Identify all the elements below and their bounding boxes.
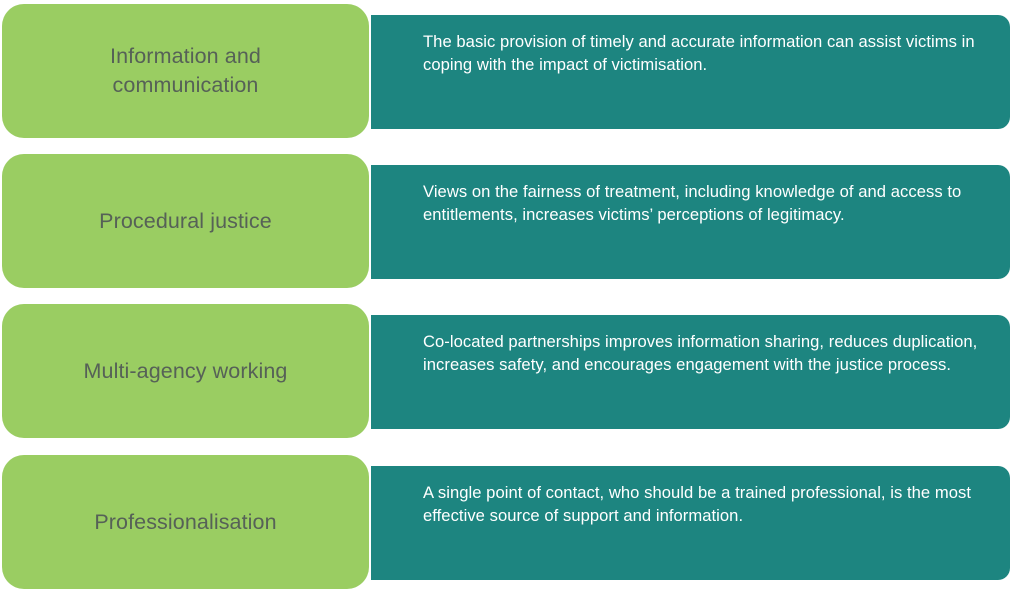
label-card-information-and-communication[interactable]: Information and communication xyxy=(2,4,369,138)
description-card-multi-agency-working[interactable]: Co-located partnerships improves informa… xyxy=(371,315,1010,429)
description-card-text: Co-located partnerships improves informa… xyxy=(423,332,978,374)
description-card-information-and-communication[interactable]: The basic provision of timely and accura… xyxy=(371,15,1010,129)
diagram-row: Multi-agency working Co-located partners… xyxy=(0,304,1024,438)
description-card-text: Views on the fairness of treatment, incl… xyxy=(423,182,962,224)
diagram-row: Procedural justice Views on the fairness… xyxy=(0,154,1024,288)
description-card-procedural-justice[interactable]: Views on the fairness of treatment, incl… xyxy=(371,165,1010,279)
label-card-text: Professionalisation xyxy=(94,509,277,534)
label-card-text: Multi-agency working xyxy=(83,358,288,383)
label-card-professionalisation[interactable]: Professionalisation xyxy=(2,455,369,589)
description-card-text: A single point of contact, who should be… xyxy=(423,483,972,525)
description-card-text: The basic provision of timely and accura… xyxy=(423,32,975,74)
label-card-procedural-justice[interactable]: Procedural justice xyxy=(2,154,369,288)
diagram-row: Information and communication The basic … xyxy=(0,4,1024,138)
label-card-multi-agency-working[interactable]: Multi-agency working xyxy=(2,304,369,438)
label-card-text: Information and communication xyxy=(110,44,261,97)
label-card-text: Procedural justice xyxy=(99,208,272,233)
diagram-row: Professionalisation A single point of co… xyxy=(0,455,1024,589)
description-card-professionalisation[interactable]: A single point of contact, who should be… xyxy=(371,466,1010,580)
